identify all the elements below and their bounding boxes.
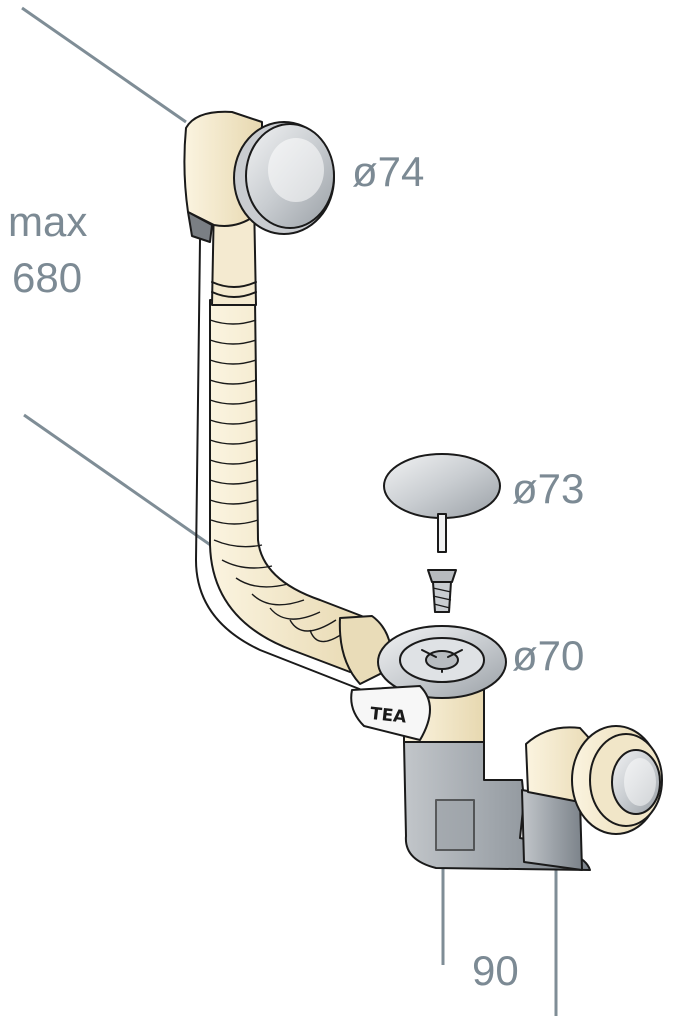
overflow-diameter-label: ø74 <box>352 148 424 195</box>
waste-cap <box>383 453 501 553</box>
outlet-coupling <box>571 725 663 835</box>
brand-badge: TEA <box>350 685 431 741</box>
overflow-cover <box>233 121 335 235</box>
cap-diameter-label: ø73 <box>512 465 584 512</box>
waste-screw <box>427 569 457 613</box>
brand-label: TEA <box>369 704 408 728</box>
waste-diameter-label: ø70 <box>512 632 584 679</box>
flexible-hose <box>209 299 373 673</box>
control-cable <box>195 239 363 691</box>
max-label: max <box>8 198 87 245</box>
waste-outlet <box>377 625 507 699</box>
bottle-trap <box>403 726 601 871</box>
trap-height-label: 90 <box>472 947 519 994</box>
max-length-label: 680 <box>12 254 82 301</box>
leader-line-top <box>21 6 187 124</box>
